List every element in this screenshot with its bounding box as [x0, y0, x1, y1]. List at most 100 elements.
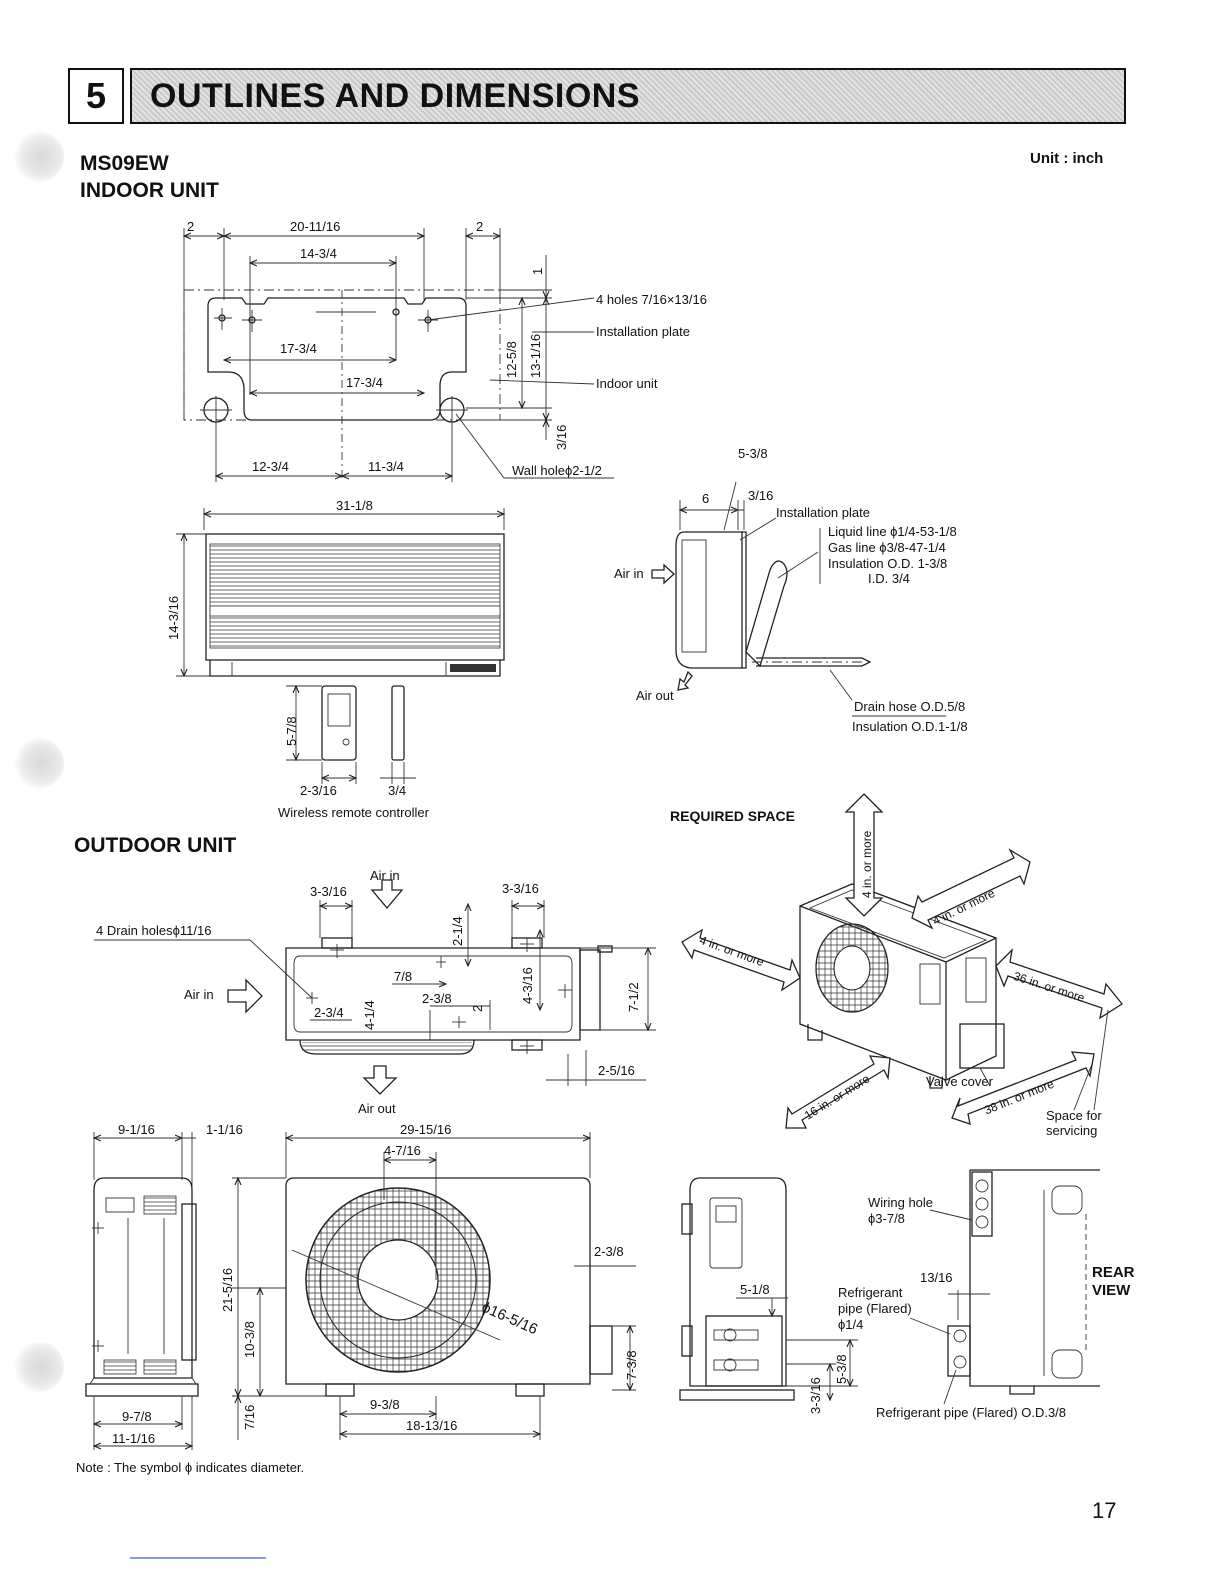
- dim-front-base: 7/16: [242, 1404, 257, 1430]
- dim-top-d4: 2-3/8: [422, 991, 452, 1006]
- dim-top-d7: 2: [470, 1004, 485, 1012]
- side-air-out: Air out: [636, 688, 674, 703]
- required-space-drawing: [681, 793, 1123, 1129]
- dim-side-bottom-b: 11-1/16: [112, 1431, 156, 1446]
- rear-wiring-hole: Wiring hole: [868, 1195, 934, 1210]
- unit-label: Unit : inch: [1030, 150, 1104, 167]
- rear-ref-pipe-bottom: Refrigerant pipe (Flared) O.D.3/8: [876, 1405, 1067, 1420]
- rear-ref-pipe-2: pipe (Flared): [838, 1301, 912, 1316]
- servicing-label-2: servicing: [1046, 1123, 1098, 1138]
- dim-top-d5: 2-3/4: [314, 1005, 344, 1020]
- punch-hole-middle: [14, 738, 64, 788]
- dim-remote-depth: 3/4: [388, 783, 407, 798]
- rear-wiring-dia: ϕ3-7/8: [868, 1211, 905, 1226]
- rear-ref-pipe-1: Refrigerant: [838, 1285, 903, 1300]
- dim-front-fan-offset: 4-7/16: [384, 1143, 421, 1158]
- dim-plate-inner-width: 14-3/4: [300, 246, 337, 261]
- dim-front-right-top: 2-3/8: [594, 1244, 624, 1259]
- side-drain-hose: Drain hose O.D.5/8: [854, 699, 966, 714]
- dim-top-offset: 1: [530, 267, 545, 275]
- dim-front-width: 29-15/16: [400, 1122, 452, 1137]
- side-insulation-id: I.D. 3/4: [868, 571, 910, 586]
- callout-installation-plate: Installation plate: [596, 324, 690, 339]
- outdoor-top-drawing: [94, 879, 656, 1095]
- dim-right-d1: 5-1/8: [740, 1282, 770, 1297]
- dim-unit-height: 13-1/16: [528, 333, 543, 378]
- rear-ref-pipe-3: ϕ1/4: [838, 1317, 864, 1332]
- dim-indoor-height: 14-3/16: [166, 595, 181, 640]
- remote-controller-drawing: [286, 686, 416, 784]
- required-space-title: REQUIRED SPACE: [670, 808, 795, 824]
- valve-cover-label: Valve cover: [926, 1074, 993, 1089]
- dim-side-depth-top: 5-3/8: [738, 446, 768, 461]
- dim-front-bottom-b: 18-13/16: [406, 1418, 458, 1433]
- outdoor-unit-heading: OUTDOOR UNIT: [74, 834, 237, 857]
- dim-side-depth-unit: 6: [702, 491, 710, 506]
- dim-top-depth: 7-1/2: [626, 982, 641, 1012]
- dim-foot-left: 3-3/16: [310, 884, 347, 899]
- side-insulation-od: Insulation O.D. 1-3/8: [828, 556, 948, 571]
- dim-front-mid-height: 10-3/8: [242, 1321, 257, 1358]
- dim-hole-span-lower: 17-3/4: [346, 375, 383, 390]
- dim-right-d2: 5-3/8: [834, 1354, 849, 1384]
- section-header: 5 OUTLINES AND DIMENSIONS: [68, 68, 1128, 128]
- remote-caption: Wireless remote controller: [278, 805, 429, 820]
- dim-top-d2: 4-3/16: [520, 967, 535, 1004]
- page-number: 17: [1092, 1498, 1117, 1523]
- indoor-unit-heading: INDOOR UNIT: [80, 179, 219, 202]
- indoor-side-drawing: [651, 481, 946, 717]
- dim-bottom-right: 11-3/4: [368, 459, 404, 474]
- dim-top-d3: 7/8: [394, 969, 413, 984]
- dim-plate-height: 12-5/8: [504, 341, 519, 378]
- side-liquid-line: Liquid line ϕ1/4-53-1/8: [828, 524, 957, 539]
- dim-bottom-offset: 3/16: [554, 424, 569, 450]
- dim-indoor-width: 31-1/8: [336, 498, 373, 513]
- dim-side-top-a: 9-1/16: [118, 1122, 155, 1137]
- punch-hole-bottom: [14, 1342, 64, 1392]
- rear-view-drawing: [909, 1169, 1100, 1405]
- side-installation-plate: Installation plate: [776, 505, 870, 520]
- dim-foot-right: 3-3/16: [502, 881, 539, 896]
- outdoor-air-out: Air out: [358, 1101, 396, 1116]
- dim-top-d1: 2-1/4: [450, 916, 465, 946]
- dim-hole-span-upper: 17-3/4: [280, 341, 317, 356]
- outdoor-air-in-top: Air in: [370, 868, 400, 883]
- indoor-front-drawing: [176, 508, 504, 676]
- section-number: 5: [68, 68, 124, 124]
- rear-offset: 13/16: [920, 1270, 953, 1285]
- section-title: OUTLINES AND DIMENSIONS: [130, 68, 1126, 124]
- space-top: 4 in. or more: [860, 830, 874, 898]
- dim-front-bottom-a: 9-3/8: [370, 1397, 400, 1412]
- outdoor-side-drawing: [85, 1132, 199, 1450]
- dim-plate-left-margin: 2: [187, 219, 195, 234]
- callout-indoor-unit: Indoor unit: [596, 376, 658, 391]
- rear-view-title-line: REAR VIEW: [1092, 1264, 1135, 1299]
- dim-plate-right-margin: 2: [476, 219, 484, 234]
- outdoor-right-drawing: [679, 1177, 858, 1400]
- callout-wall-hole: Wall holeϕ2-1/2: [512, 463, 602, 478]
- dim-plate-width: 20-11/16: [290, 219, 341, 234]
- dim-top-d8: 2-5/16: [598, 1063, 635, 1078]
- footnote: Note : The symbol ϕ indicates diameter.: [76, 1460, 305, 1475]
- side-gas-line: Gas line ϕ3/8-47-1/4: [828, 540, 946, 555]
- dim-side-gap: 3/16: [748, 488, 774, 503]
- callout-holes: 4 holes 7/16×13/16: [596, 292, 707, 307]
- dim-remote-width: 2-3/16: [300, 783, 337, 798]
- dim-remote-height: 5-7/8: [284, 716, 299, 746]
- outdoor-air-in-left: Air in: [184, 987, 214, 1002]
- dim-front-height: 21-5/16: [220, 1267, 235, 1312]
- side-air-in: Air in: [614, 566, 644, 581]
- side-drain-insulation: Insulation O.D.1-1/8: [852, 719, 968, 734]
- installation-plate-drawing: [184, 228, 614, 482]
- outdoor-front-drawing: [232, 1132, 636, 1440]
- dim-right-d3: 3-3/16: [808, 1377, 823, 1414]
- servicing-label-1: Space for: [1046, 1108, 1102, 1123]
- dim-side-top-b: 1-1/16: [206, 1122, 243, 1137]
- punch-hole-top: [14, 132, 64, 182]
- outdoor-drain-holes: 4 Drain holesϕ11/16: [96, 923, 212, 938]
- dim-side-bottom-a: 9-7/8: [122, 1409, 152, 1424]
- model-name: MS09EW: [80, 152, 169, 175]
- dim-top-d6: 4-1/4: [362, 1000, 377, 1030]
- dim-bottom-left: 12-3/4: [252, 459, 289, 474]
